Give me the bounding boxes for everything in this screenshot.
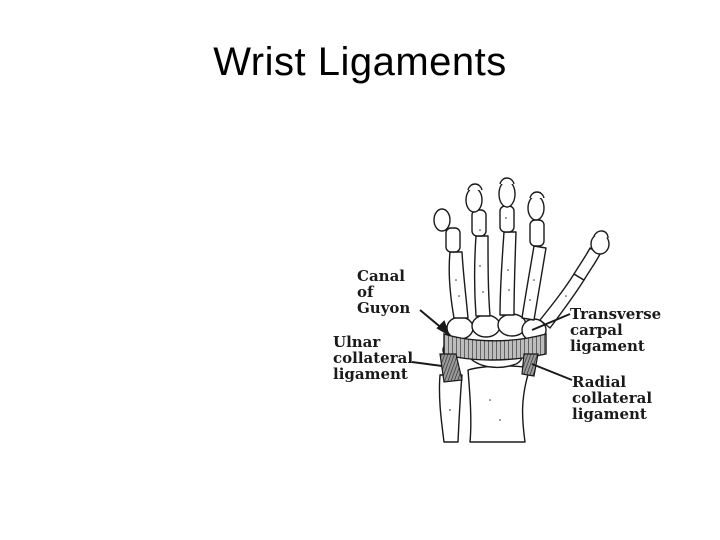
phalanx-bone	[499, 205, 515, 233]
label-line: ligament	[572, 405, 647, 423]
label-radial-collateral-ligament: Radial collateral ligament	[572, 374, 652, 422]
metacarpal-bone	[473, 235, 491, 317]
label-line: collateral	[572, 389, 653, 407]
metacarpal-bone	[499, 231, 517, 316]
phalanx-tip	[465, 187, 483, 213]
label-line: Ulnar	[333, 333, 381, 351]
label-line: Radial	[572, 373, 627, 391]
label-transverse-carpal-ligament: Transverse carpal ligament	[570, 306, 661, 354]
phalanx-bone	[529, 219, 545, 247]
label-line: ligament	[570, 337, 645, 355]
hand-skeleton-drawing	[411, 177, 610, 443]
phalanx-tip	[433, 208, 451, 232]
phalanx-bone	[445, 227, 461, 253]
phalanx-bone	[471, 209, 487, 237]
ulnar-collateral-ligament	[439, 353, 463, 383]
leader-ulnar-collateral	[411, 361, 443, 367]
phalanx-tip	[498, 180, 516, 208]
ulna-bone	[438, 374, 463, 443]
leader-radial-collateral	[531, 363, 573, 381]
leader-transverse-carpal	[531, 313, 571, 331]
label-line: collateral	[333, 349, 414, 367]
carpal-bone	[471, 314, 501, 338]
label-line: of	[357, 283, 374, 301]
label-ulnar-collateral-ligament: Ulnar collateral ligament	[333, 334, 413, 382]
metacarpal-bone	[521, 245, 547, 321]
slide-title: Wrist Ligaments	[213, 40, 507, 84]
label-line: carpal	[570, 321, 623, 339]
metacarpal-bone	[448, 251, 469, 319]
phalanx-tip	[527, 195, 545, 221]
label-canal-of-guyon: Canal of Guyon	[357, 268, 410, 316]
label-line: ligament	[333, 365, 408, 383]
radius-bone	[467, 365, 531, 443]
radial-collateral-ligament	[521, 353, 539, 377]
transverse-carpal-ligament	[443, 333, 547, 361]
wrist-ligament-illustration	[320, 170, 680, 450]
label-line: Guyon	[357, 299, 411, 317]
label-line: Canal	[357, 267, 405, 285]
label-line: Transverse	[570, 305, 662, 323]
